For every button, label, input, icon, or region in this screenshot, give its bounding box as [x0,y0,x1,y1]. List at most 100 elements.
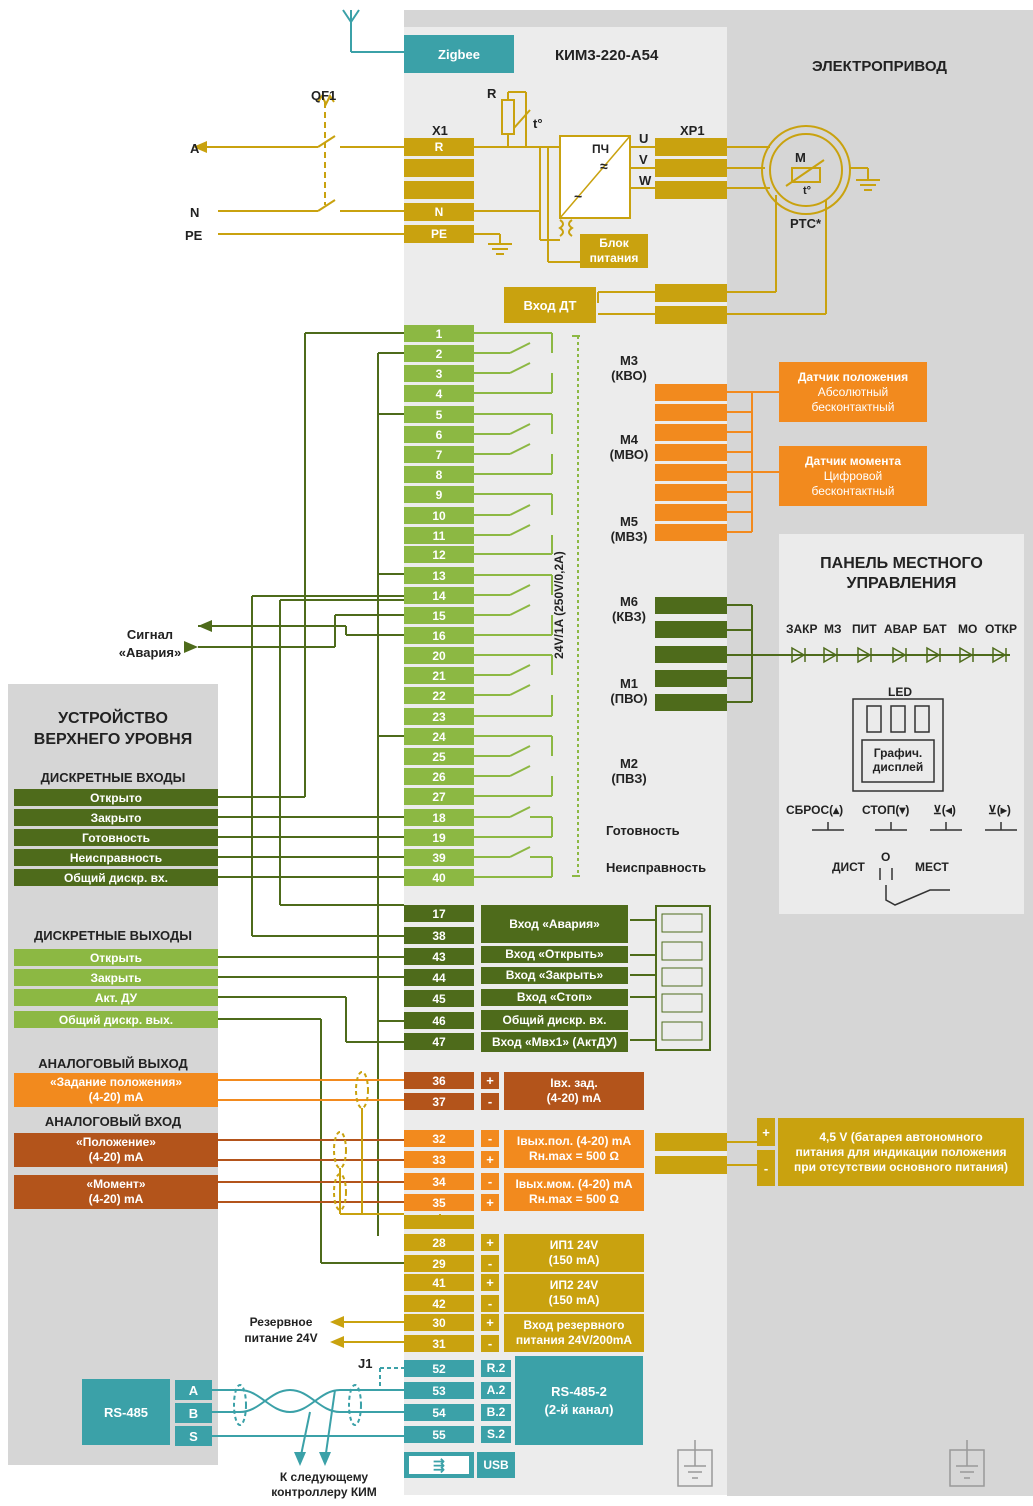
rs485-terminal: 55 [404,1426,474,1443]
led-label-battery: БАТ [923,622,947,636]
inverter-ac-symbol: ≈ [600,158,608,174]
rs485-terminal: 53 [404,1382,474,1399]
input-mvx1: Вход «Мвх1» (АктДУ) [481,1032,628,1052]
temp-label: t° [533,116,543,131]
supply-terminal: 30 [404,1314,474,1331]
zigbee-module: Zigbee [404,35,514,73]
input-open: Вход «Открыть» [481,946,628,963]
minus-sign: - [481,1173,499,1190]
ain-position: «Положение» (4-20) mA [14,1133,218,1167]
input-terminal: 45 [404,990,474,1007]
r-label: R [487,86,497,101]
minus-sign: - [481,1255,499,1272]
minus-sign: - [481,1335,499,1352]
usb-icon: ⇶ [409,1456,469,1474]
shield-terminal [404,1215,474,1229]
inverter-label: ПЧ [592,142,610,156]
terminal: 6 [404,426,474,443]
m1-terminal [655,694,727,711]
din-ready: Готовность [14,829,218,846]
terminal: 12 [404,546,474,563]
local-label: МЕСТ [915,860,949,874]
terminal: 14 [404,587,474,604]
fault-label: Неисправность [606,860,707,875]
terminal: 2 [404,345,474,362]
terminal: 5 [404,406,474,423]
stop-button[interactable]: СТОП(▾) [862,803,910,817]
terminal: 21 [404,667,474,684]
line-n-label: N [190,205,200,220]
motor-label: M [795,150,806,165]
minus-sign: - [481,1130,499,1147]
led-label-mo: МО [958,622,978,636]
next-controller-label: К следующему контроллеру КИМ [271,1470,377,1499]
terminal: 8 [404,466,474,483]
group-m4: М4(МВО) [609,432,649,462]
torque-sensor: Датчик момента Цифровой бесконтактный [779,446,927,506]
sensor-terminal [655,424,727,441]
analog-out-terminal: 34 [404,1173,474,1190]
rs485-terminal: 54 [404,1404,474,1421]
device-model-title: КИМ3-220-А54 [555,47,659,64]
led-label-power: ПИТ [852,622,877,636]
xp1-terminal [655,159,727,177]
ain-title: АНАЛОГОВЫЙ ВХОД [44,1114,182,1129]
usb-connector[interactable]: ⇶ [404,1452,474,1478]
reserve-output-label: Резервное питание 24V [244,1315,318,1345]
aout-setpoint: «Задание положения» (4-20) mA [14,1073,218,1107]
analog-out-terminal: 33 [404,1151,474,1168]
panel-title: ПАНЕЛЬ МЕСТНОГО УПРАВЛЕНИЯ [820,555,983,592]
x1-terminal: N [404,203,474,221]
supply-terminal: 42 [404,1295,474,1312]
plus-sign: + [481,1274,499,1291]
input-alarm: Вход «Авария» [481,905,628,943]
terminal: 18 [404,809,474,826]
dout-remote: Акт. ДУ [14,989,218,1006]
x1-terminal: PE [404,225,474,243]
inverter-dc-symbol: ~ [574,188,583,204]
display-button-left[interactable]: ⊻(◂) [933,803,956,817]
sensor-terminal [655,444,727,461]
minus-sign: - [481,1295,499,1312]
line-pe-label: PE [185,228,203,243]
input-common: Общий дискр. вх. [481,1010,628,1030]
sensor-terminal [655,504,727,521]
phase-v: V [639,152,648,167]
analog-out-position: Iвых.пол. (4-20) mA Rн.max = 500 Ω [504,1130,644,1168]
terminal: 40 [404,869,474,886]
j1-label: J1 [358,1356,373,1371]
remote-label: ДИСТ [832,860,865,874]
input-close: Вход «Закрыть» [481,967,628,984]
din-fault: Неисправность [14,849,218,866]
terminal: 13 [404,567,474,584]
motor-temp-label: t° [803,185,812,197]
m6-terminal [655,621,727,638]
minus-sign: - [757,1150,775,1186]
rs485-pin: A.2 [481,1382,511,1399]
plus-sign: + [757,1118,775,1146]
dt-terminal [655,284,727,302]
x1-terminal [404,159,474,177]
ip1-block: ИП1 24V (150 mA) [504,1234,644,1272]
x1-label: X1 [432,123,448,138]
alarm-signal-label: Сигнал «Авария» [118,627,182,660]
group-m3: М3(КВО) [611,353,647,383]
supply-terminal: 29 [404,1255,474,1272]
graphic-display: Графич. дисплей [872,746,924,774]
ip2-block: ИП2 24V (150 mA) [504,1274,644,1312]
dout-open: Открыть [14,949,218,966]
supply-terminal: 31 [404,1335,474,1352]
battery-terminal [655,1133,727,1151]
rs485-pin-s: S [175,1426,212,1446]
psu-block: Блок питания [580,234,648,268]
led-label-close: ЗАКР [786,622,818,636]
ain-torque: «Момент» (4-20) mA [14,1175,218,1209]
input-terminal: 43 [404,948,474,965]
reset-button[interactable]: СБРОС(▴) [786,803,844,817]
group-m2: М2(ПВЗ) [611,756,647,786]
rs485-block: RS-485 [82,1379,170,1445]
x1-terminal: R [404,138,474,156]
display-button-right[interactable]: ⊻(▸) [988,803,1011,817]
phase-w: W [639,173,652,188]
